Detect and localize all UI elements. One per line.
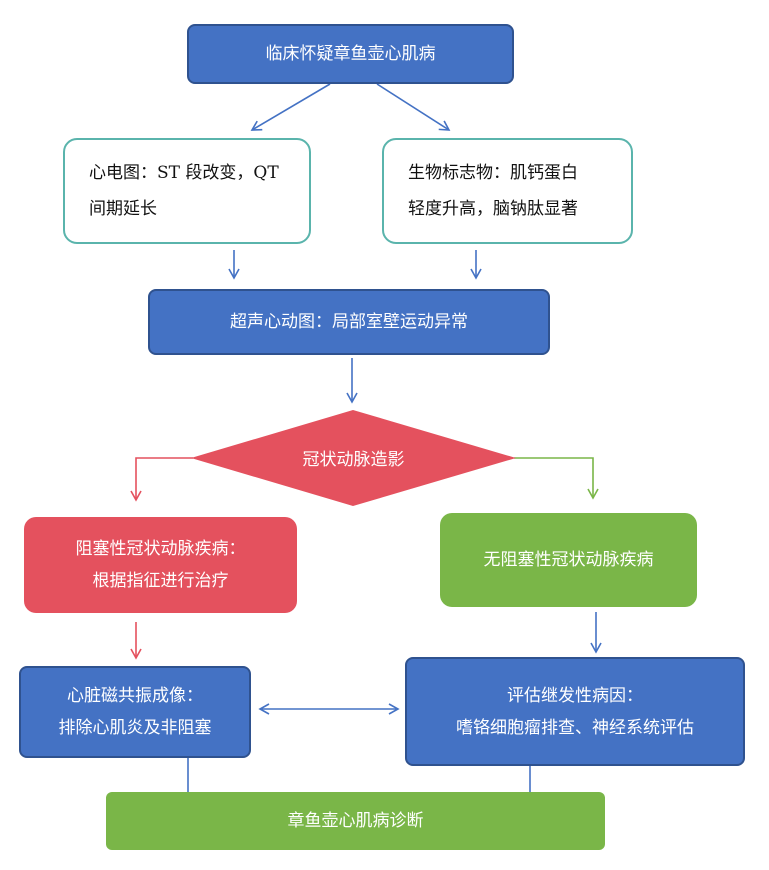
biomarker-line-2: 轻度升高，脑钠肽显著	[408, 199, 578, 219]
diagnosis-node: 章鱼壶心肌病诊断	[106, 792, 605, 850]
arrow-angio-to-obstructive	[130, 457, 193, 502]
start-node: 临床怀疑章鱼壶心肌病	[187, 24, 514, 84]
echo-node-label: 超声心动图：局部室壁运动异常	[230, 312, 468, 332]
ecg-node: 心电图：ST 段改变，QT 间期延长	[63, 138, 311, 244]
non-obstructive-label: 无阻塞性冠状动脉疾病	[483, 550, 654, 570]
arrow-start-to-ecg	[250, 83, 331, 131]
obstructive-line-2: 根据指征进行治疗	[92, 571, 229, 591]
secondary-causes-node: 评估继发性病因： 嗜铬细胞瘤排查、神经系统评估	[405, 657, 745, 766]
obstructive-node: 阻塞性冠状动脉疾病： 根据指征进行治疗	[24, 517, 297, 613]
arrow-start-to-biomarker	[376, 83, 451, 131]
mri-line-2: 排除心肌炎及非阻塞	[58, 718, 212, 738]
ecg-line-1: 心电图：ST 段改变，QT	[89, 163, 279, 183]
cardiac-mri-node: 心脏磁共振成像： 排除心肌炎及非阻塞	[19, 666, 251, 758]
obstructive-line-1: 阻塞性冠状动脉疾病：	[75, 539, 246, 559]
biomarker-line-1: 生物标志物：肌钙蛋白	[408, 163, 578, 183]
secondary-line-2: 嗜铬细胞瘤排查、神经系统评估	[456, 717, 694, 738]
angiography-label: 冠状动脉造影	[302, 450, 405, 470]
echo-node: 超声心动图：局部室壁运动异常	[148, 289, 550, 355]
non-obstructive-node: 无阻塞性冠状动脉疾病	[440, 513, 697, 607]
biomarker-node: 生物标志物：肌钙蛋白 轻度升高，脑钠肽显著	[382, 138, 633, 244]
start-node-label: 临床怀疑章鱼壶心肌病	[265, 44, 436, 64]
ecg-line-2: 间期延长	[89, 199, 157, 219]
diagnosis-label: 章鱼壶心肌病诊断	[287, 811, 424, 831]
arrow-angio-to-nonobstructive	[514, 457, 599, 500]
angiography-diamond	[191, 410, 516, 506]
secondary-line-1: 评估继发性病因：	[507, 685, 643, 706]
mri-line-1: 心脏磁共振成像：	[67, 686, 203, 706]
